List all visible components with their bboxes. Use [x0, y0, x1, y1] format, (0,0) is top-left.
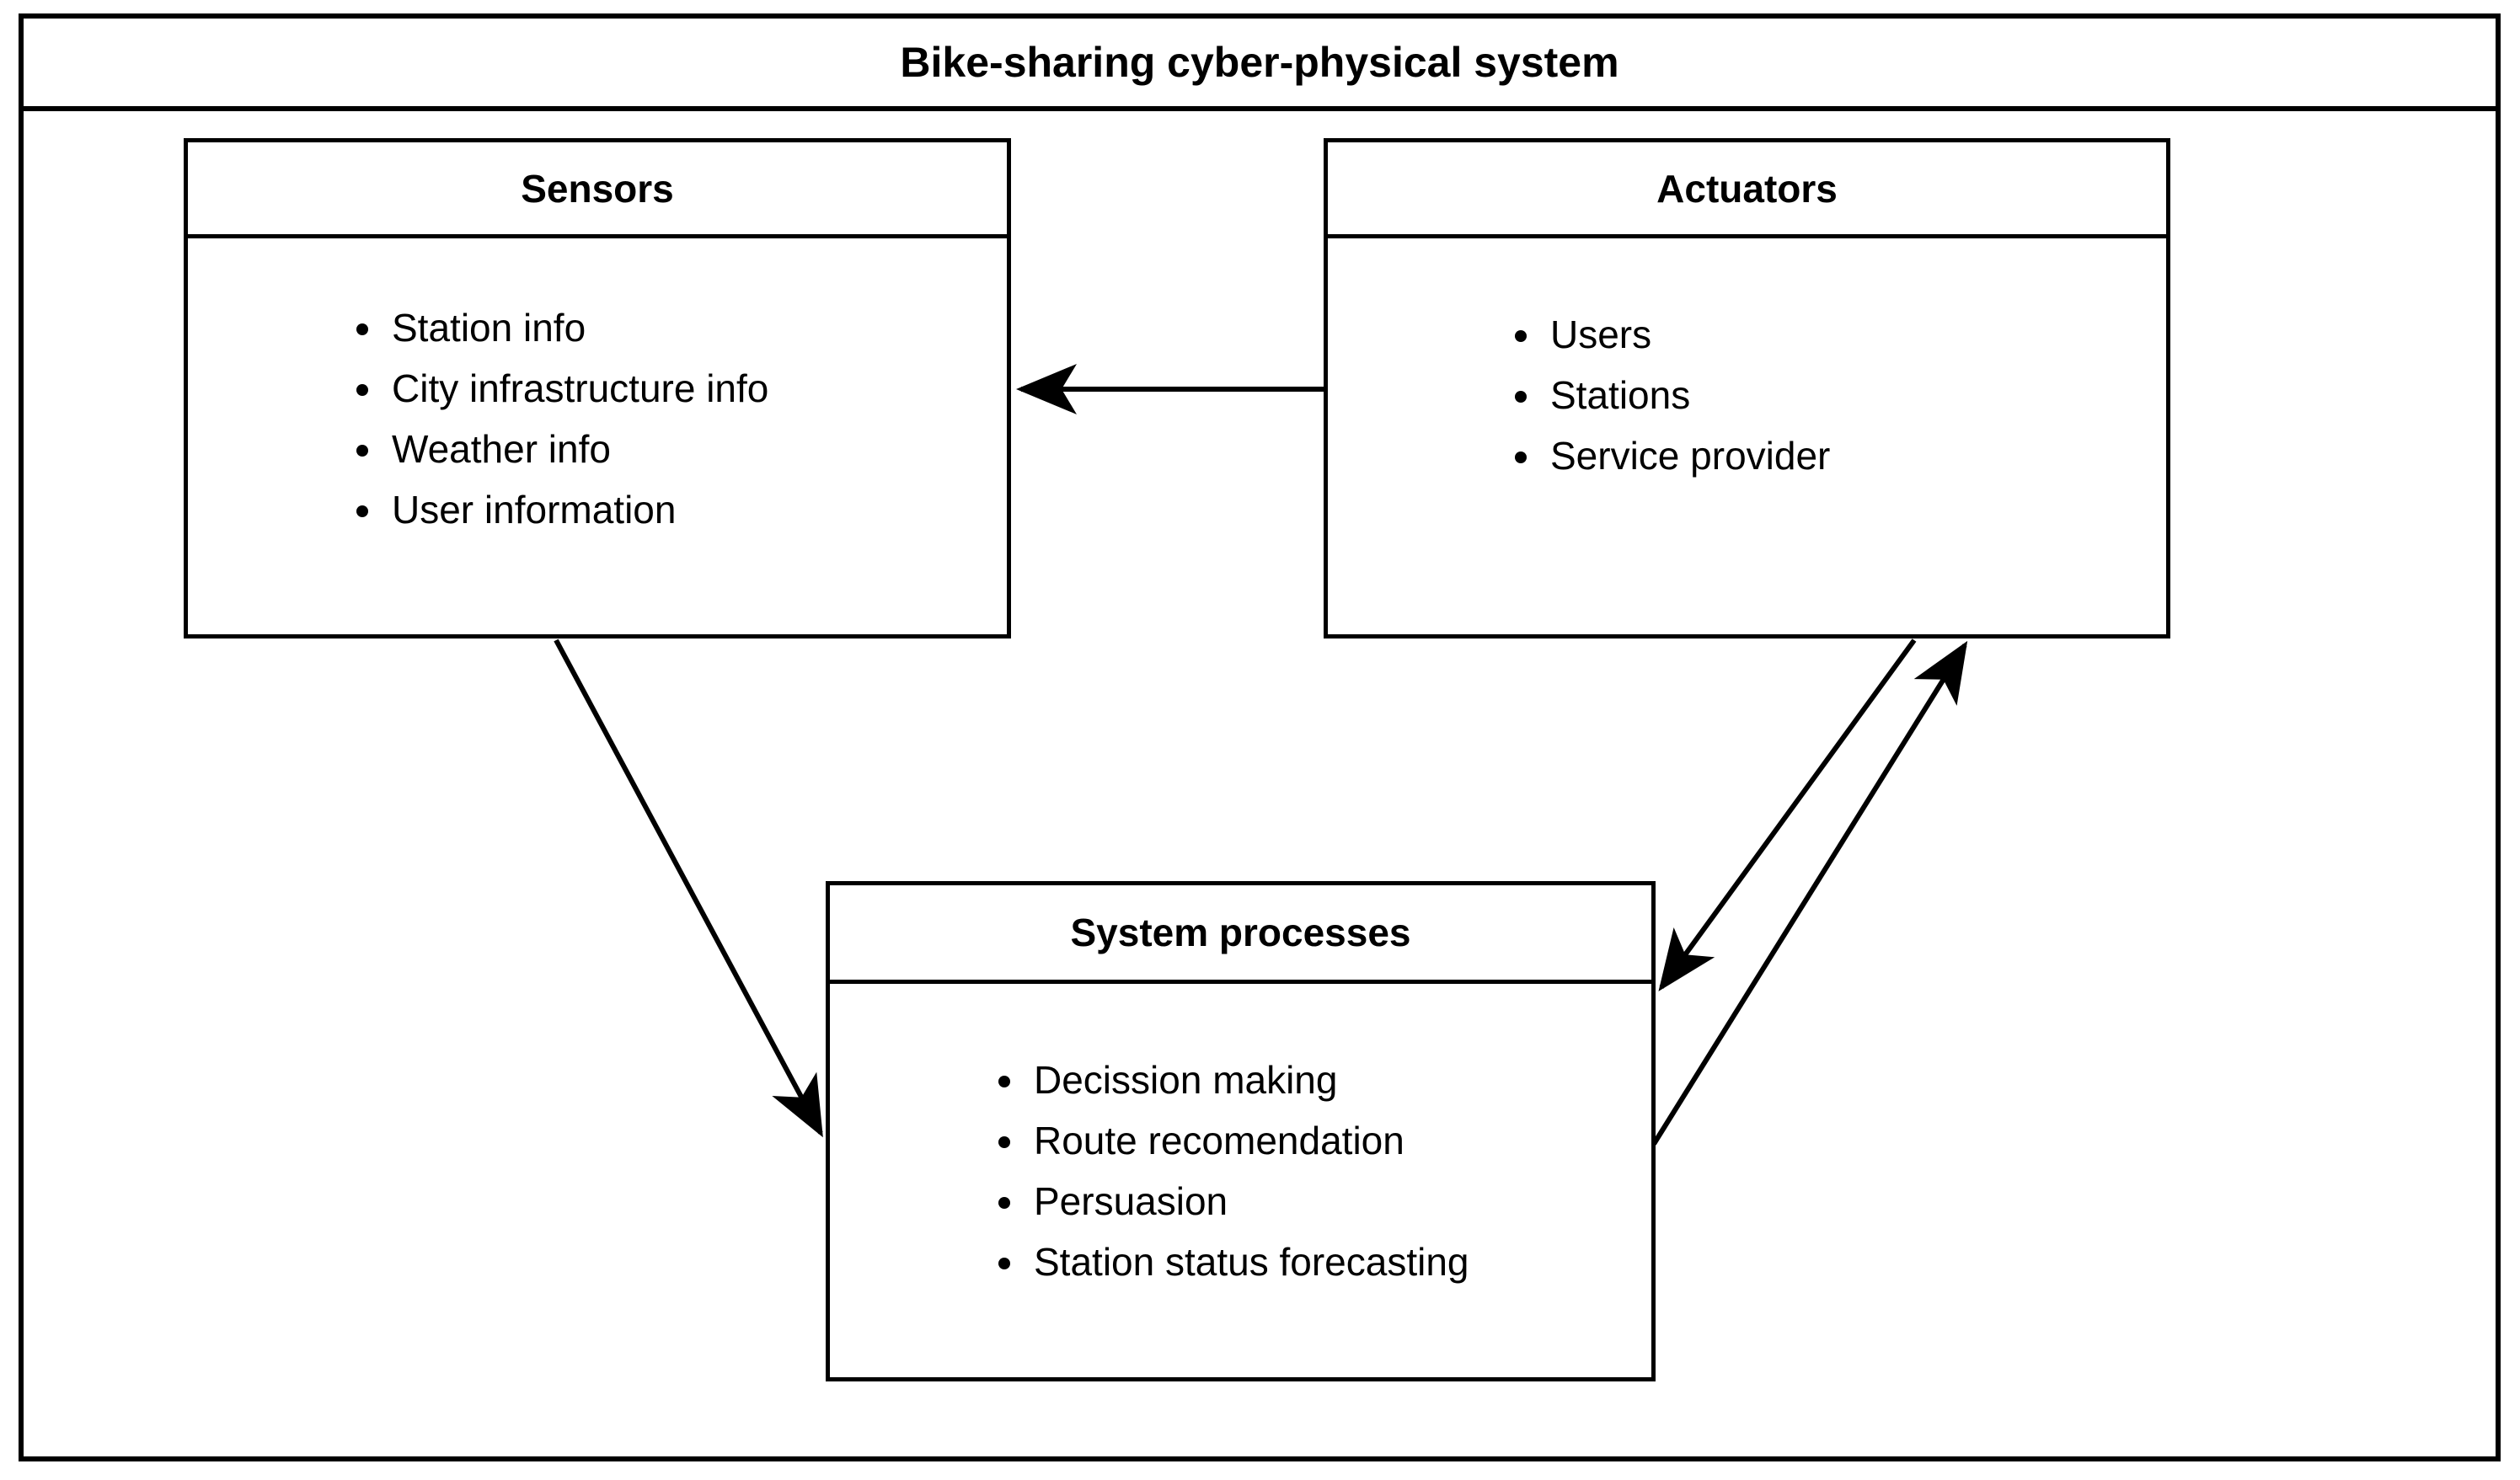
- list-item: Users: [1511, 304, 1830, 365]
- list-item: City infrastructure info: [353, 358, 768, 419]
- list-item: Service provider: [1511, 425, 1830, 486]
- list-item: Weather info: [353, 419, 768, 479]
- node-sensors[interactable]: Sensors Station info City infrastructure…: [184, 138, 1011, 638]
- list-item: Station status forecasting: [995, 1232, 1469, 1292]
- list-item-label: Stations: [1550, 373, 1691, 417]
- node-system-processes-body: Decission making Route recomendation Per…: [830, 984, 1651, 1381]
- list-item-label: Persuasion: [1034, 1179, 1228, 1223]
- list-item-label: Service provider: [1550, 434, 1831, 478]
- node-actuators-title: Actuators: [1656, 166, 1838, 211]
- node-system-processes-title: System processes: [1070, 911, 1411, 954]
- bullet-icon: [998, 1136, 1010, 1148]
- list-item-label: Station status forecasting: [1034, 1240, 1469, 1284]
- list-item-label: City infrastructure info: [392, 366, 769, 410]
- node-actuators-list: Users Stations Service provider: [1511, 304, 1830, 486]
- list-item: Persuasion: [995, 1171, 1469, 1232]
- bullet-icon: [356, 323, 368, 335]
- bullet-icon: [356, 505, 368, 517]
- node-sensors-list: Station info City infrastructure info We…: [353, 297, 768, 540]
- bullet-icon: [356, 384, 368, 396]
- list-item: Route recomendation: [995, 1110, 1469, 1171]
- node-actuators-header: Actuators: [1328, 142, 2166, 238]
- node-sensors-header: Sensors: [188, 142, 1007, 238]
- bullet-icon: [356, 445, 368, 457]
- list-item-label: User information: [392, 488, 677, 532]
- list-item-label: Route recomendation: [1034, 1119, 1404, 1162]
- list-item-label: Station info: [392, 306, 586, 350]
- bullet-icon: [998, 1076, 1010, 1087]
- list-item-label: Weather info: [392, 427, 611, 471]
- node-actuators[interactable]: Actuators Users Stations Service provide…: [1324, 138, 2170, 638]
- bullet-icon: [998, 1258, 1010, 1269]
- node-system-processes[interactable]: System processes Decission making Route …: [826, 881, 1656, 1381]
- node-sensors-title: Sensors: [521, 166, 674, 211]
- list-item: Stations: [1511, 365, 1830, 425]
- list-item-label: Decission making: [1034, 1058, 1338, 1102]
- system-title: Bike-sharing cyber-physical system: [900, 39, 1619, 86]
- list-item: User information: [353, 479, 768, 540]
- bullet-icon: [1515, 451, 1527, 463]
- bullet-icon: [1515, 330, 1527, 342]
- node-sensors-body: Station info City infrastructure info We…: [188, 238, 1007, 638]
- list-item: Decission making: [995, 1050, 1469, 1110]
- bullet-icon: [1515, 391, 1527, 403]
- node-system-processes-header: System processes: [830, 885, 1651, 984]
- node-actuators-body: Users Stations Service provider: [1328, 238, 2166, 638]
- bullet-icon: [998, 1197, 1010, 1209]
- list-item-label: Users: [1550, 313, 1652, 356]
- node-system-processes-list: Decission making Route recomendation Per…: [995, 1050, 1469, 1292]
- system-title-bar: Bike-sharing cyber-physical system: [24, 19, 2496, 111]
- list-item: Station info: [353, 297, 768, 358]
